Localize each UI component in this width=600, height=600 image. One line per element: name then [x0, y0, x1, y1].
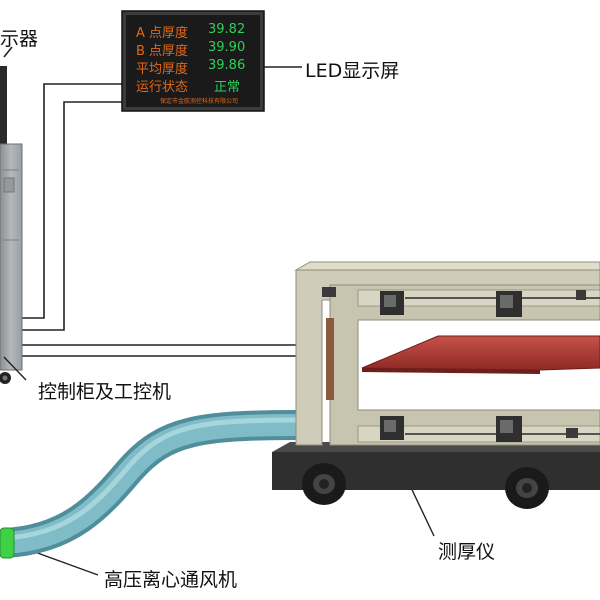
- led-row-a-value: 39.82: [208, 22, 246, 37]
- led-display: [121, 10, 265, 112]
- led-row-b-value: 39.90: [208, 40, 246, 55]
- sample-plate: [361, 335, 600, 374]
- led-row-status-label: 运行状态: [136, 80, 189, 95]
- upper-sensor-right: [496, 291, 522, 317]
- led-row-avg-value: 39.86: [208, 58, 246, 73]
- label-led-screen: LED显示屏: [305, 60, 400, 82]
- led-footer: 保定市金航测控科技有限公司: [160, 98, 239, 105]
- led-row-b-label: B 点厚度: [136, 44, 189, 59]
- lower-sensor-right: [496, 416, 522, 442]
- label-control-cabinet: 控制柜及工控机: [38, 381, 172, 403]
- label-monitor: 示器: [0, 28, 39, 50]
- signal-wires: [3, 46, 300, 357]
- wheels: [302, 463, 549, 509]
- led-row-status-value: 正常: [214, 80, 241, 95]
- led-row-a-label: A 点厚度: [136, 26, 189, 41]
- label-blower: 高压离心通风机: [104, 569, 238, 591]
- upper-sensor-left: [380, 291, 404, 315]
- blower-hose: [2, 410, 301, 558]
- blower-joint: [0, 527, 15, 559]
- control-cabinet: [0, 143, 23, 384]
- thickness-gauge: [272, 261, 600, 509]
- pointer-lines: [3, 66, 435, 576]
- monitor: [0, 66, 7, 144]
- lower-sensor-left: [380, 416, 404, 440]
- label-gauge: 测厚仪: [438, 541, 496, 563]
- led-row-avg-label: 平均厚度: [136, 62, 189, 77]
